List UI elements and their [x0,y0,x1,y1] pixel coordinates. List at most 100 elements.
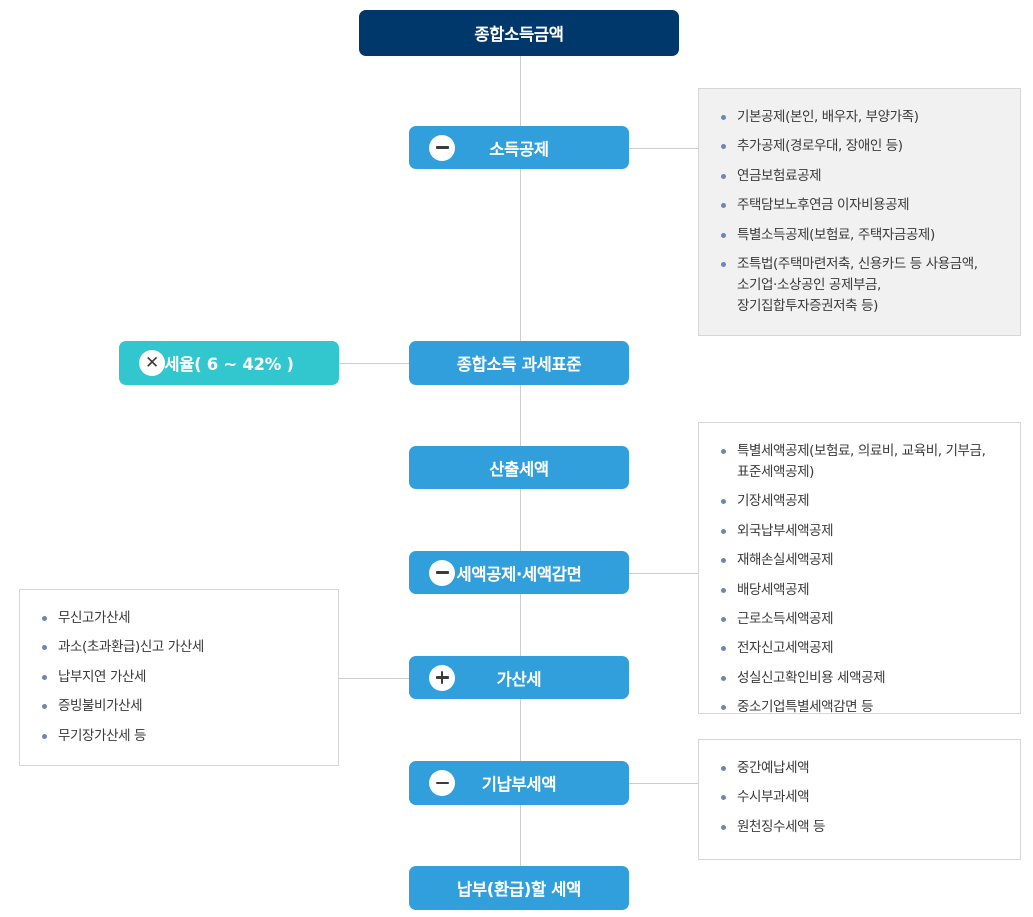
list-item-label: 기장세액공제 [737,493,810,510]
node-tax-rate-label: 세율( 6 ~ 42% ) [164,355,294,374]
node-final-tax[interactable]: 납부(환급)할 세액 [409,866,629,910]
bullet-icon [721,558,726,564]
list-item-label: 재해손실세액공제 [737,552,834,569]
node-final-tax-label: 납부(환급)할 세액 [456,880,582,899]
list-item: 특별세액공제(보험료, 의료비, 교육비, 기부금,표준세액공제) [721,441,1004,483]
connector-penaltylist-to-node [339,678,409,679]
list-item: 중간예납세액 [721,758,1004,779]
minus-circle-icon [429,134,455,161]
connector-spine-calc-to-credit [520,489,521,551]
connector-spine-penalty-to-prepaid [520,699,521,761]
list-item: 주택담보노후연금 이자비용공제 [721,195,1004,216]
bullet-icon [721,203,726,209]
list-item-label: 수시부과세액 [737,789,810,806]
list-item: 납부지연 가산세 [42,667,322,688]
bullet-icon [721,824,726,830]
minus-circle-icon [429,770,455,796]
list-item-label: 배당세액공제 [737,581,810,598]
node-tax-base-label: 종합소득 과세표준 [456,355,582,374]
list-income-deduction-items: 기본공제(본인, 배우자, 부양가족) 추가공제(경로우대, 장애인 등) 연금보험… [721,107,1004,317]
list-income-deduction: 기본공제(본인, 배우자, 부양가족) 추가공제(경로우대, 장애인 등) 연금보험… [698,88,1021,336]
list-item-label: 과소(초과환급)신고 가산세 [58,639,204,656]
node-income-deduction[interactable]: 소득공제 [409,126,629,169]
bullet-icon [721,587,726,593]
list-item: 추가공제(경로우대, 장애인 등) [721,136,1004,157]
list-item: 외국납부세액공제 [721,521,1004,542]
bullet-icon [721,795,726,801]
minus-circle-icon [429,559,455,586]
bullet-icon [721,449,726,454]
list-item-label: 무기장가산세 등 [58,727,147,744]
connector-prepaid-to-list [629,783,699,784]
list-item: 배당세액공제 [721,580,1004,601]
list-item-label: 성실신고확인비용 세액공제 [737,669,886,686]
bullet-icon [721,705,726,711]
list-item: 전자신고세액공제 [721,638,1004,659]
bullet-icon [721,499,726,505]
node-gross-income-label: 종합소득금액 [474,25,564,44]
bullet-icon [42,616,47,621]
list-item-label: 증빙불비가산세 [58,698,143,715]
node-tax-rate[interactable]: ✕ 세율( 6 ~ 42% ) [119,341,339,385]
list-item: 기장세액공제 [721,491,1004,512]
list-item-label: 원천징수세액 등 [737,818,826,835]
list-item: 연금보험료공제 [721,166,1004,187]
bullet-icon [42,645,47,651]
bullet-icon [721,528,726,534]
bullet-icon [721,144,726,150]
connector-deduction-to-list [629,148,699,149]
bullet-icon [721,646,726,652]
connector-spine-credit-to-penalty [520,594,521,656]
list-item: 근로소득세액공제 [721,609,1004,630]
list-item-label: 연금보험료공제 [737,167,822,184]
list-item-label: 외국납부세액공제 [737,522,834,539]
list-item: 과소(초과환급)신고 가산세 [42,637,322,658]
connector-spine-base-to-calc [520,385,521,446]
connector-spine-prepaid-to-final [520,805,521,866]
list-item: 중소기업특별세액감면 등 [721,697,1004,718]
list-item: 기본공제(본인, 배우자, 부양가족) [721,107,1004,128]
plus-circle-icon [429,664,455,691]
list-item-label: 전자신고세액공제 [737,640,834,657]
connector-spine-top [520,56,521,128]
list-item-label: 중소기업특별세액감면 등 [737,699,874,716]
bullet-icon [721,675,726,681]
bullet-icon [721,617,726,623]
list-item-label: 기본공제(본인, 배우자, 부양가족) [737,109,919,125]
node-tax-base[interactable]: 종합소득 과세표준 [409,341,629,385]
list-item-label: 무신고가산세 [58,610,131,626]
connector-rate-to-base [339,363,409,364]
bullet-icon [42,674,47,680]
connector-credit-to-list [629,573,699,574]
node-income-deduction-label: 소득공제 [489,139,549,159]
node-tax-credit-label: 세액공제·세액감면 [456,564,582,584]
node-calculated-tax-label: 산출세액 [489,459,549,479]
node-prepaid-tax[interactable]: 기납부세액 [409,761,629,805]
list-item-label: 중간예납세액 [737,760,810,776]
node-prepaid-tax-label: 기납부세액 [481,775,557,794]
list-item: 무신고가산세 [42,608,322,629]
list-item: 특별소득공제(보험료, 주택자금공제) [721,225,1004,246]
multiply-circle-icon: ✕ [139,350,165,376]
list-item: 조특법(주택마련저축, 신용카드 등 사용금액,소기업·소상공인 공제부금,장기… [721,254,1004,317]
list-item-label: 추가공제(경로우대, 장애인 등) [737,138,903,155]
node-gross-income[interactable]: 종합소득금액 [359,10,679,56]
list-item: 원천징수세액 등 [721,817,1004,838]
list-item: 무기장가산세 등 [42,726,322,747]
list-item-label: 납부지연 가산세 [58,668,147,685]
bullet-icon [721,173,726,179]
node-tax-credit[interactable]: 세액공제·세액감면 [409,551,629,594]
list-item-label: 근로소득세액공제 [737,611,834,628]
list-item-label: 특별소득공제(보험료, 주택자금공제) [737,226,935,243]
bullet-icon [721,115,726,120]
node-calculated-tax[interactable]: 산출세액 [409,446,629,489]
node-penalty-tax[interactable]: 가산세 [409,656,629,699]
bullet-icon [721,232,726,238]
node-penalty-tax-label: 가산세 [496,669,542,689]
list-item: 성실신고확인비용 세액공제 [721,668,1004,689]
